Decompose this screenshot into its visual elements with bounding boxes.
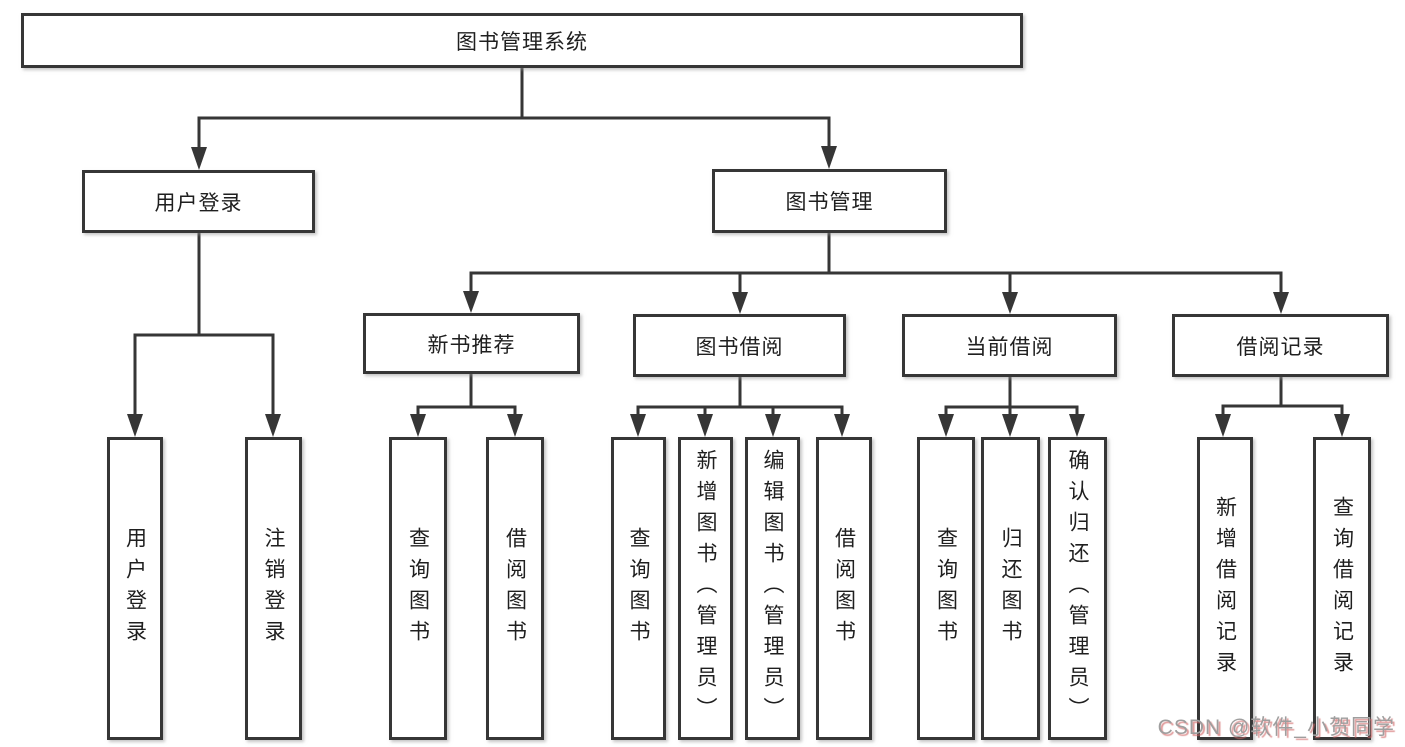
node-leaf-add-book-admin: 新增图书（管理员） <box>678 437 733 740</box>
node-label: 归还图书 <box>999 526 1022 651</box>
node-label: 借阅图书 <box>503 526 527 651</box>
node-leaf-query-books-2: 查询图书 <box>611 437 666 740</box>
node-leaf-query-books-1: 查询图书 <box>389 437 447 740</box>
node-book-management: 图书管理 <box>712 169 947 233</box>
csdn-watermark: CSDN @软件_小贺同学 <box>1157 716 1395 739</box>
node-label: 新增图书（管理员） <box>694 449 717 728</box>
node-label: 借阅图书 <box>832 526 856 651</box>
node-current-borrowing: 当前借阅 <box>902 314 1117 377</box>
node-borrowing-records: 借阅记录 <box>1172 314 1389 377</box>
node-label: 确认归还（管理员） <box>1066 449 1089 728</box>
node-leaf-add-borrow-record: 新增借阅记录 <box>1197 437 1253 740</box>
node-leaf-logout: 注销登录 <box>245 437 302 740</box>
node-label: 查询图书 <box>406 526 430 651</box>
node-library-management-system: 图书管理系统 <box>21 13 1023 68</box>
node-leaf-edit-book-admin: 编辑图书（管理员） <box>745 437 800 740</box>
node-label: 查询图书 <box>627 526 650 651</box>
node-label: 新增借阅记录 <box>1213 495 1237 682</box>
node-leaf-confirm-return-admin: 确认归还（管理员） <box>1048 437 1107 740</box>
node-label: 查询借阅记录 <box>1330 495 1354 682</box>
node-leaf-user-login: 用户登录 <box>107 437 163 740</box>
node-label: 注销登录 <box>262 526 285 651</box>
node-label: 查询图书 <box>934 526 958 651</box>
node-leaf-borrow-books-1: 借阅图书 <box>486 437 544 740</box>
node-leaf-return-book: 归还图书 <box>981 437 1040 740</box>
node-label: 用户登录 <box>123 526 147 651</box>
node-label: 编辑图书（管理员） <box>761 449 784 728</box>
node-leaf-query-borrow-record: 查询借阅记录 <box>1313 437 1371 740</box>
node-leaf-query-books-3: 查询图书 <box>917 437 975 740</box>
node-new-book-recommendation: 新书推荐 <box>363 313 580 374</box>
node-book-borrowing: 图书借阅 <box>633 314 846 377</box>
node-user-login: 用户登录 <box>82 170 315 233</box>
node-leaf-borrow-books-2: 借阅图书 <box>816 437 872 740</box>
